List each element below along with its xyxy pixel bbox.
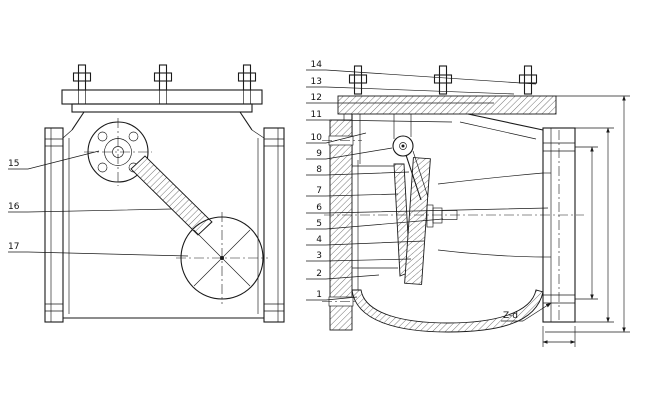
callout-label-6: 6: [316, 203, 322, 213]
callout-label-5: 5: [316, 219, 322, 229]
callout-label-2: 2: [316, 269, 322, 279]
callout-1: 1: [306, 290, 358, 301]
callout-4: 4: [306, 235, 425, 246]
callout-3: 3: [306, 251, 412, 262]
outlet-flange: [263, 127, 285, 323]
callout-label-1: 1: [316, 290, 322, 300]
callout-11: 11: [306, 110, 453, 123]
bolt-hole-label: Z-d: [503, 311, 518, 321]
hinge-section: [392, 114, 429, 201]
callout-7: 7: [306, 186, 399, 197]
leader-line: [306, 132, 367, 144]
dimension-lines: [542, 95, 630, 347]
swing-arm: [130, 155, 213, 236]
callout-8: 8: [306, 165, 410, 176]
callout-label-14: 14: [311, 60, 323, 70]
valve-body: [62, 129, 265, 319]
callout-10: 10: [306, 132, 367, 144]
leader-line: [8, 208, 173, 213]
leader-line: [306, 207, 549, 214]
callout-label-3: 3: [316, 251, 322, 261]
callout-label-17: 17: [8, 242, 19, 252]
callout-13: 13: [306, 77, 515, 95]
leader-line: [306, 171, 410, 176]
section-view-drawing: [322, 65, 584, 333]
outlet-flange-section: [542, 127, 576, 323]
callout-label-15: 15: [8, 159, 19, 169]
callout-15: 15: [8, 150, 100, 170]
leader-line: [306, 69, 537, 85]
bolt-hole-annotation: Z-d: [501, 302, 552, 322]
callout-9: 9: [306, 147, 393, 160]
callout-label-8: 8: [316, 165, 322, 175]
leader-line: [306, 240, 425, 246]
hinge-cap: [84, 118, 152, 186]
callout-label-10: 10: [311, 133, 323, 143]
callout-12: 12: [306, 93, 494, 104]
leader-arrow: [522, 302, 552, 322]
callout-16: 16: [8, 202, 173, 213]
callout-2: 2: [306, 269, 380, 280]
leader-line: [306, 193, 399, 197]
callout-label-11: 11: [311, 110, 322, 120]
callout-17: 17: [8, 242, 189, 257]
side-view-drawing: [44, 64, 285, 323]
leader-line: [306, 147, 393, 160]
callout-label-4: 4: [316, 235, 322, 245]
disc-nut: [426, 204, 458, 228]
cover-bolts: [72, 64, 257, 105]
callout-label-13: 13: [311, 77, 322, 87]
leader-line: [306, 258, 412, 262]
callout-5: 5: [306, 218, 444, 230]
callout-14: 14: [306, 60, 537, 85]
callouts-side-view: 15 16 17: [8, 150, 189, 257]
leader-line: [306, 274, 380, 280]
callout-label-16: 16: [8, 202, 20, 212]
callout-6: 6: [306, 203, 549, 214]
leader-line: [8, 150, 100, 170]
inlet-flange: [44, 127, 64, 323]
callout-label-7: 7: [316, 186, 322, 196]
callout-label-12: 12: [311, 93, 322, 103]
leader-line: [306, 86, 515, 95]
bonnet-cover: [61, 89, 263, 131]
body-barrel: [351, 172, 551, 333]
leader-line: [306, 296, 358, 301]
callouts-section-view: 14 13 12 11 10 9 8 7: [306, 60, 549, 301]
leader-line: [306, 119, 453, 123]
disc: [176, 212, 268, 304]
callout-label-9: 9: [316, 149, 322, 159]
leader-line: [8, 251, 189, 257]
bonnet-cover-section: [337, 95, 557, 168]
leader-line: [306, 218, 444, 230]
